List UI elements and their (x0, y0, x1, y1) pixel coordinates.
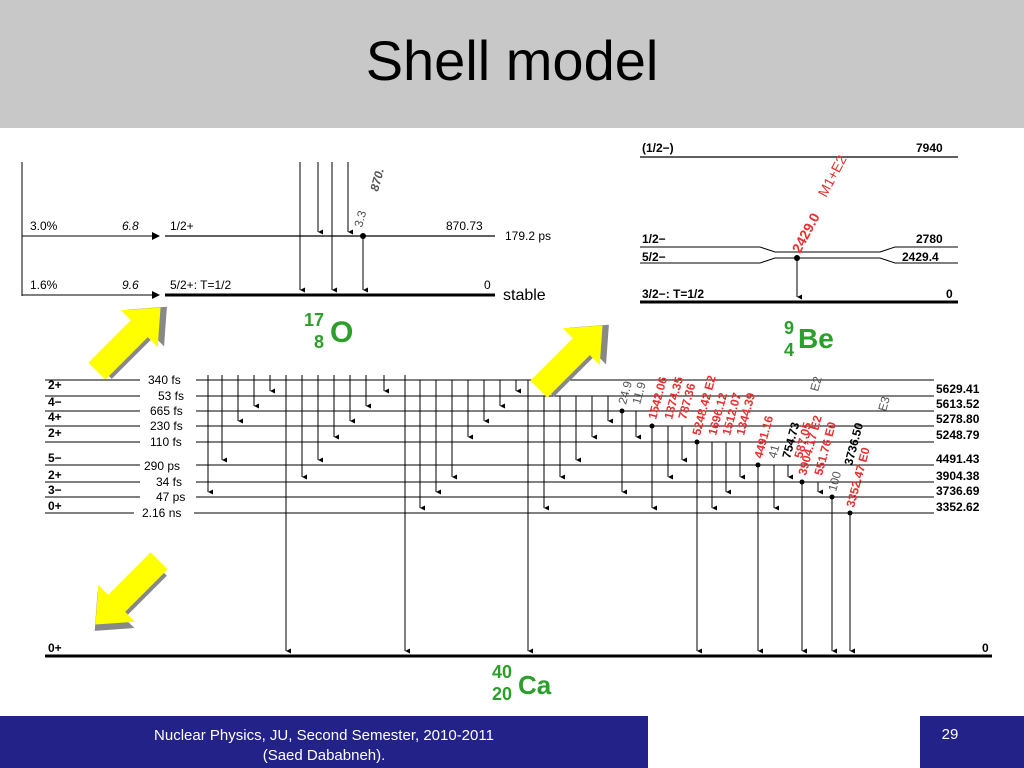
ca40-diagram: 2+ 4− 4+ 2+ 5− 2+ 3− 0+ 0+ 340 fs 53 fs … (45, 373, 992, 704)
ca40-atomic-number: 20 (492, 684, 512, 704)
ca40-energy: 3352.62 (936, 500, 980, 514)
pointer-arrow-icon (88, 306, 167, 380)
pointer-arrow-icon (530, 324, 609, 398)
be9-energy-3: 2429.4 (902, 250, 939, 264)
ca40-mass-number: 40 (492, 662, 512, 682)
footer-line-2: (Saed Dababneh). (262, 747, 386, 764)
ca40-lifetime: 110 fs (150, 435, 182, 449)
o17-gamma-energy: 870. (367, 167, 387, 193)
ca40-spin: 3− (48, 483, 62, 497)
o17-atomic-number: 8 (314, 332, 324, 352)
ca40-energy: 5248.79 (936, 428, 980, 442)
ca40-lifetime: 665 fs (150, 404, 183, 418)
footer-info-box (0, 716, 648, 768)
ca40-spin: 4− (48, 395, 62, 409)
o17-mass-number: 17 (304, 310, 324, 330)
slide-title: Shell model (365, 29, 659, 92)
footer-page-box (920, 716, 1024, 768)
be9-atomic-number: 4 (784, 340, 794, 360)
o17-spin-2: 5/2+: T=1/2 (170, 278, 231, 292)
be9-mass-number: 9 (784, 318, 794, 338)
o17-energy-1: 870.73 (446, 219, 483, 233)
footer-line-1: Nuclear Physics, JU, Second Semester, 20… (154, 727, 494, 744)
page-number: 29 (941, 726, 959, 743)
be9-energy-1: 7940 (916, 141, 943, 155)
title-bar (0, 0, 1024, 128)
ca40-energy: 5629.41 (936, 382, 980, 396)
pointer-arrow-icon (94, 552, 168, 631)
ca40-spin: 2+ (48, 468, 62, 482)
ca40-energy: 3736.69 (936, 484, 980, 498)
o17-spin-1: 1/2+ (170, 219, 194, 233)
be9-symbol: Be (798, 323, 834, 354)
ca40-lifetime: 47 ps (156, 490, 185, 504)
be9-gamma-energy: 2429.0 (789, 210, 823, 256)
be9-gamma-type: M1+E2 (815, 152, 850, 199)
ca40-gamma-label: E3 (875, 395, 892, 413)
be9-spin-3: 5/2− (642, 250, 666, 264)
o17-branching-2: 1.6% (30, 278, 58, 292)
ca40-spin: 2+ (48, 426, 62, 440)
ca40-energy: 0 (982, 641, 989, 655)
ca40-lifetime: 290 ps (144, 459, 180, 473)
ca40-energy: 5278.80 (936, 412, 980, 426)
be9-spin-4: 3/2−: T=1/2 (642, 287, 704, 301)
ca40-lifetime: 34 fs (156, 475, 182, 489)
o17-logft-2: 9.6 (122, 278, 139, 292)
be9-energy-2: 2780 (916, 232, 943, 246)
ca40-energy: 3904.38 (936, 469, 980, 483)
ca40-gamma-label: 24.9 (615, 379, 635, 405)
level-diagrams: 3.0% 6.8 1/2+ 870.73 179.2 ps 1.6% 9.6 5… (21, 141, 992, 704)
be9-spin-1: (1/2−) (642, 141, 674, 155)
ca40-spin: 0+ (48, 641, 62, 655)
o17-lifetime-2: stable (503, 287, 546, 304)
ca40-spin: 5− (48, 451, 62, 465)
ca40-gamma-label: 100 (825, 469, 844, 492)
be9-spin-2: 1/2− (642, 232, 666, 246)
ca40-spin: 4+ (48, 410, 62, 424)
ca40-energy: 5613.52 (936, 397, 980, 411)
ca40-spin: 2+ (48, 378, 62, 392)
footer-text: Nuclear Physics, JU, Second Semester, 20… (0, 726, 648, 766)
be9-energy-4: 0 (946, 287, 953, 301)
ca40-gamma-label: 11.9 (629, 380, 648, 406)
ca40-lifetime: 340 fs (148, 373, 181, 387)
be9-diagram: (1/2−) 7940 1/2− 2780 5/2− 2429.4 3/2−: … (640, 141, 958, 360)
o17-branching-1: 3.0% (30, 219, 58, 233)
ca40-lifetime: 2.16 ns (142, 506, 181, 520)
ca40-spin: 0+ (48, 499, 62, 513)
o17-logft-1: 6.8 (122, 219, 139, 233)
ca40-symbol: Ca (518, 670, 552, 700)
o17-symbol: O (330, 316, 353, 349)
o17-gamma-intensity: 3.3 (351, 209, 369, 229)
o17-lifetime-1: 179.2 ps (505, 229, 551, 243)
ca40-lifetime: 230 fs (150, 419, 183, 433)
ca40-energy: 4491.43 (936, 452, 980, 466)
o17-diagram: 3.0% 6.8 1/2+ 870.73 179.2 ps 1.6% 9.6 5… (21, 162, 551, 352)
o17-energy-2: 0 (484, 278, 491, 292)
ca40-gamma-label: 41 (765, 443, 782, 460)
ca40-gamma-label: E2 (807, 375, 824, 393)
ca40-lifetime: 53 fs (158, 389, 184, 403)
